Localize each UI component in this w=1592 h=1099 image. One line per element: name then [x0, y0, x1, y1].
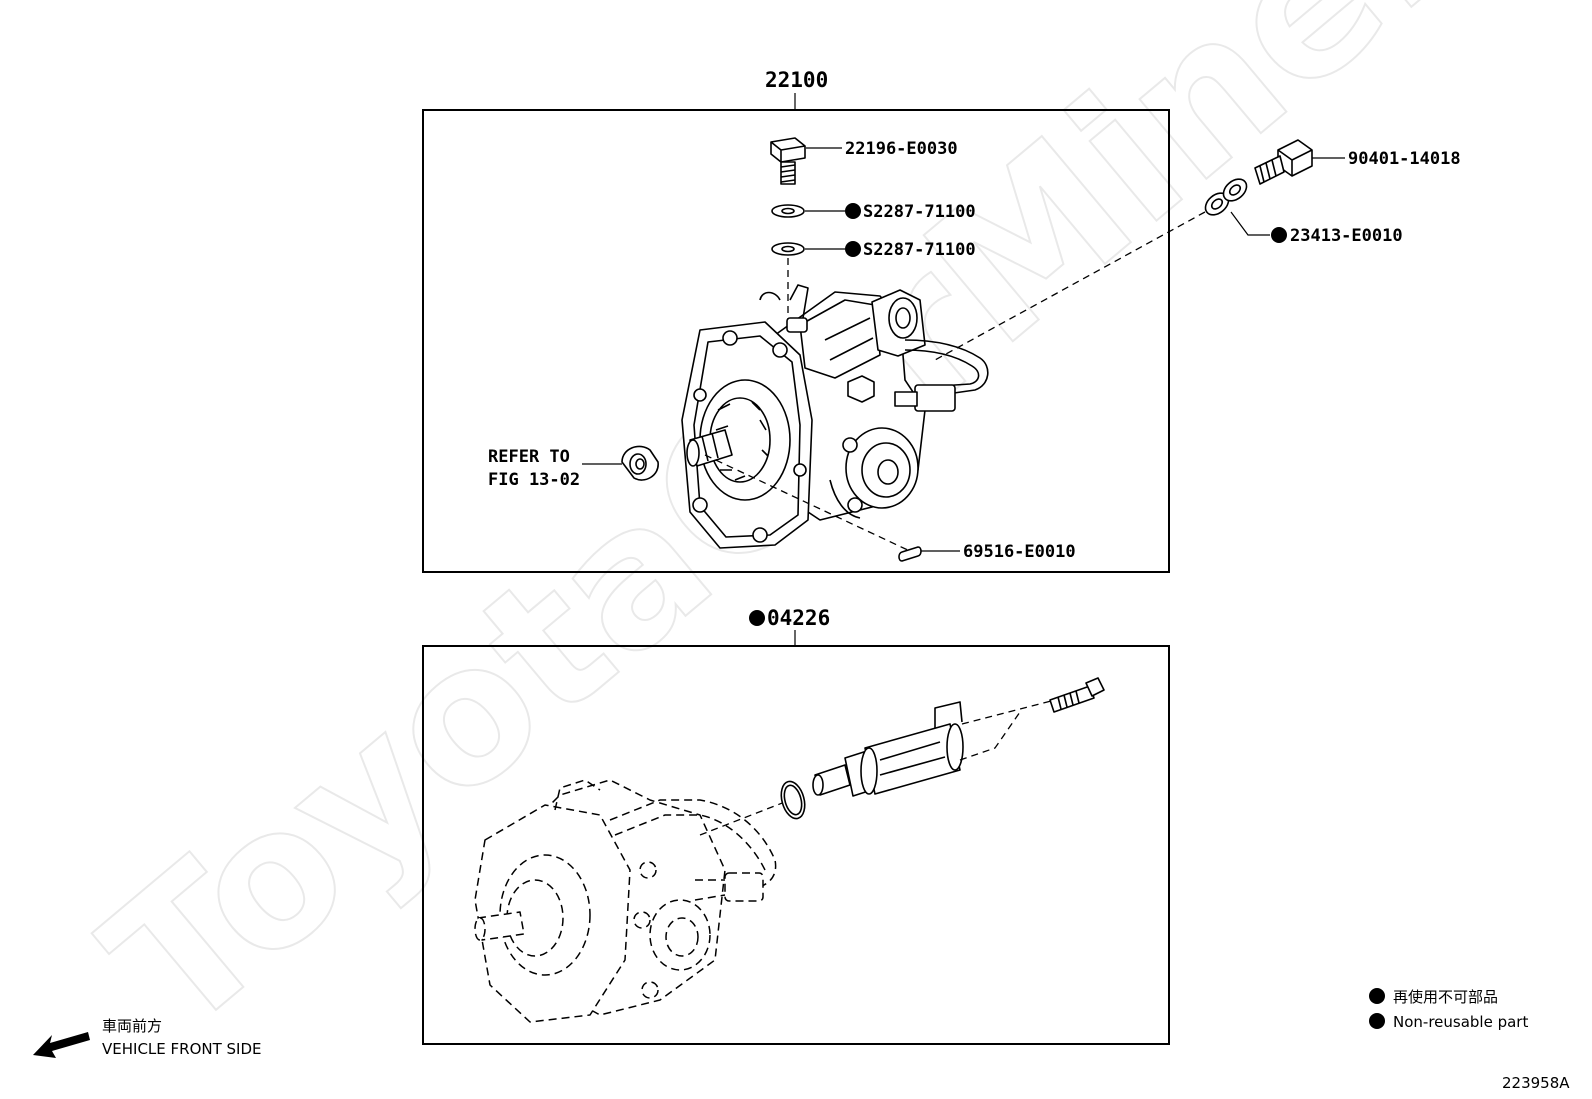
supply-pump-reference-drawing	[474, 779, 777, 1023]
part-22196-E0030[interactable]: 22196-E0030	[845, 139, 958, 159]
suction-control-valve-icon	[812, 701, 964, 797]
vehicle-front-indicator: 車両前方 VEHICLE FRONT SIDE	[33, 1017, 262, 1058]
vehicle-front-japanese: 車両前方	[102, 1017, 162, 1035]
screw-icon	[1049, 677, 1105, 713]
legend-english: Non-reusable part	[1393, 1013, 1528, 1031]
part-S2287-71100-b[interactable]: S2287-71100	[863, 240, 976, 260]
nut-icon	[621, 445, 659, 481]
washer-icon	[771, 242, 805, 256]
lower-group-box	[422, 645, 1170, 1045]
upper-group-box	[422, 109, 1170, 573]
non-reusable-marker-icon	[845, 241, 861, 257]
vehicle-front-english: VEHICLE FRONT SIDE	[102, 1040, 262, 1058]
upper-group-number[interactable]: 22100	[765, 68, 828, 92]
gasket-icon	[1204, 178, 1248, 216]
lower-group: 04226	[422, 606, 1170, 1045]
refer-to-line1: REFER TO	[488, 447, 570, 467]
filled-circle-icon	[1369, 988, 1385, 1004]
key-icon	[898, 546, 922, 562]
legend: 再使用不可部品 Non-reusable part	[1369, 988, 1528, 1031]
non-reusable-marker-icon	[1271, 227, 1287, 243]
non-reusable-marker-icon	[845, 203, 861, 219]
supply-pump-drawing	[681, 284, 989, 549]
part-69516-E0010[interactable]: 69516-E0010	[963, 542, 1076, 562]
non-reusable-marker-icon	[749, 610, 765, 626]
part-23413-E0010[interactable]: 23413-E0010	[1290, 226, 1403, 246]
legend-japanese: 再使用不可部品	[1393, 988, 1498, 1006]
part-S2287-71100-a[interactable]: S2287-71100	[863, 202, 976, 222]
bolt-icon	[770, 137, 806, 185]
banjo-bolt-icon	[1254, 139, 1313, 185]
washer-icon	[771, 204, 805, 218]
figure-code: 223958A	[1502, 1074, 1570, 1092]
upper-group: 22100 22196-E0030 S2287-71100 S2287-7110…	[422, 68, 1170, 573]
refer-to-line2: FIG 13-02	[488, 470, 580, 490]
filled-circle-icon	[1369, 1013, 1385, 1029]
o-ring-icon	[780, 780, 806, 820]
arrow-left-down-icon	[33, 1032, 90, 1058]
part-90401-14018[interactable]: 90401-14018	[1348, 149, 1461, 169]
lower-group-number[interactable]: 04226	[767, 606, 830, 630]
